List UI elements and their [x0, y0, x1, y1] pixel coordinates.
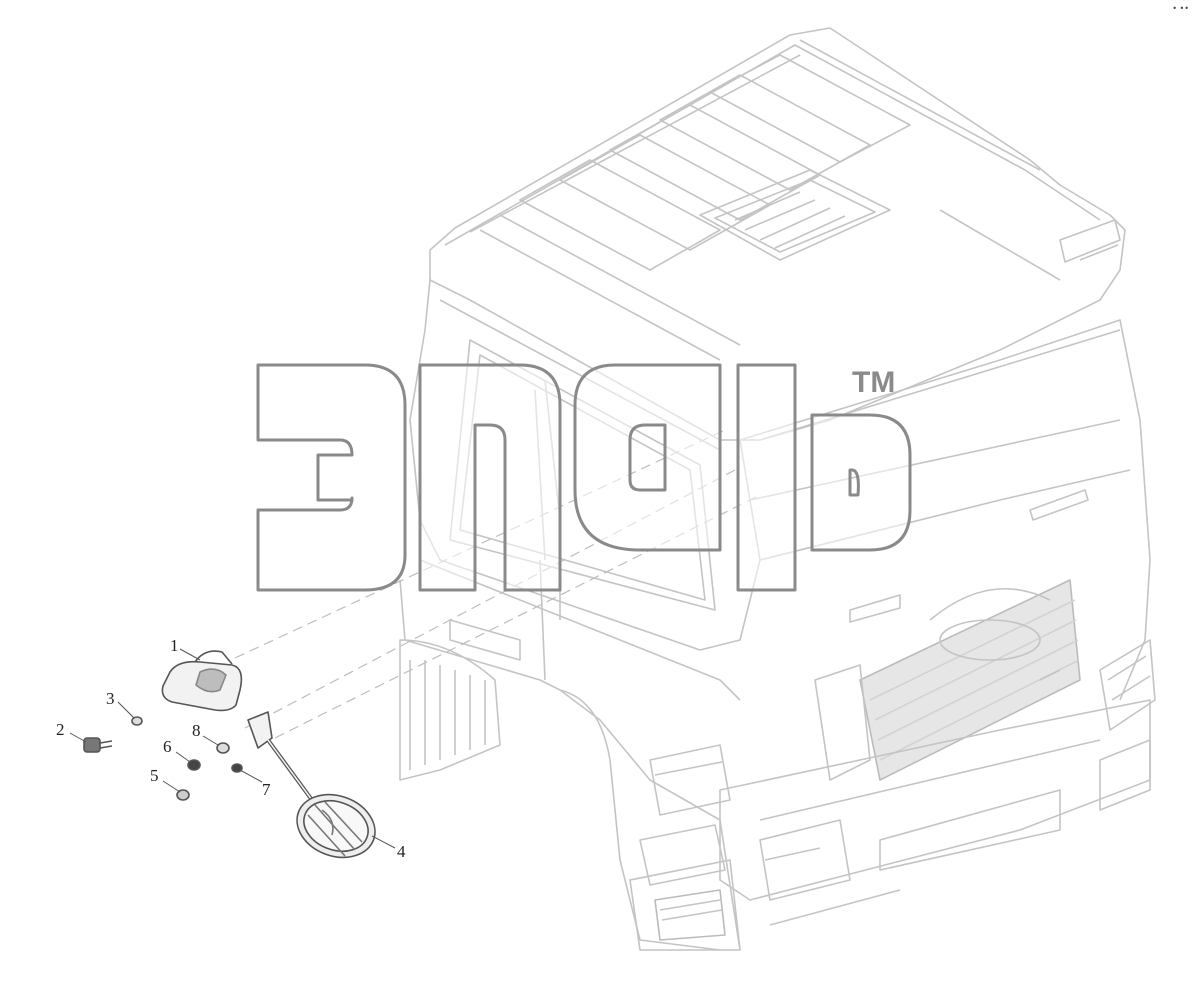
part-4-round-mirror	[247, 711, 376, 859]
watermark-logo	[256, 363, 912, 592]
callout-8: 8	[192, 721, 201, 740]
part-8-washer	[216, 742, 230, 754]
part-5-washer	[176, 789, 190, 801]
callout-2: 2	[56, 720, 65, 739]
callout-4: 4	[397, 842, 406, 861]
part-1-upper-mirror	[161, 650, 243, 712]
callout-labels: 1 2 3 4 5 6 7 8	[56, 636, 406, 861]
mirror-parts	[83, 650, 376, 859]
trademark-symbol: TM	[852, 366, 895, 399]
part-7-nut	[231, 763, 243, 773]
callout-1: 1	[170, 636, 179, 655]
callout-leaders	[69, 648, 396, 849]
callout-7: 7	[262, 780, 271, 799]
part-6-nut	[187, 759, 201, 771]
part-3-washer	[131, 716, 143, 726]
callout-3: 3	[106, 689, 115, 708]
corner-mark: • ••	[1172, 4, 1189, 13]
callout-6: 6	[163, 737, 172, 756]
callout-5: 5	[150, 766, 159, 785]
part-2-bolt	[83, 737, 113, 753]
